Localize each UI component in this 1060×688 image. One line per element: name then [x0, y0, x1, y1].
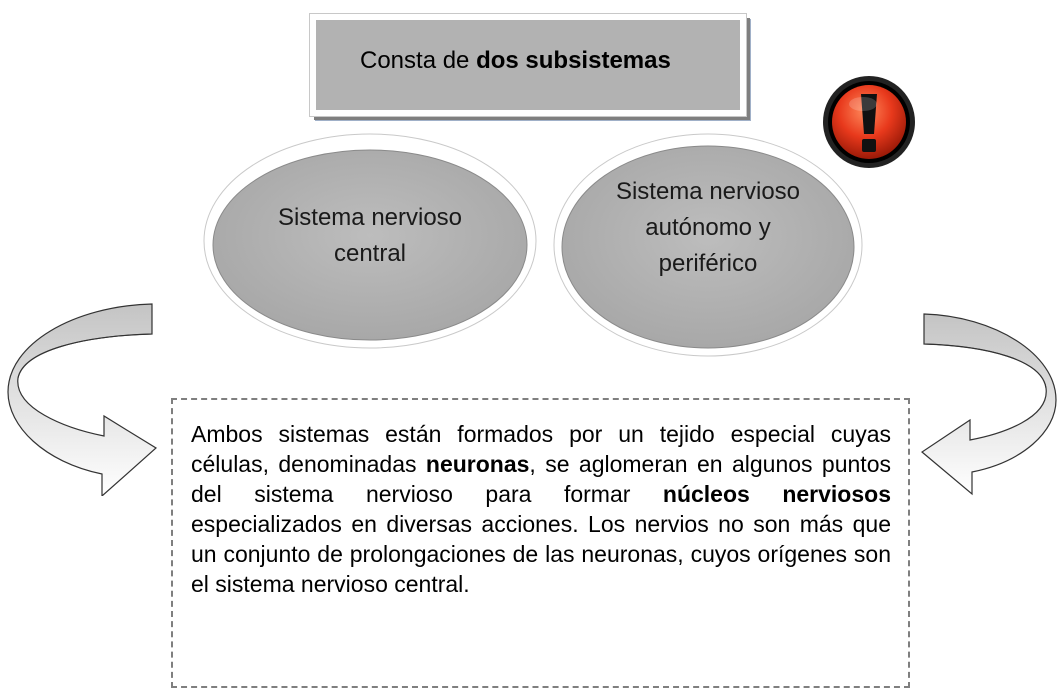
subsystem-autonomo-label: Sistema nervioso autónomo y periférico [615, 178, 801, 277]
description-part-3: , se aglomeran en algunos puntos del sis… [191, 451, 891, 507]
subsystem-central: Sistema nervioso central [200, 130, 540, 352]
description-part-1: Ambos sistemas están formados por un tej… [191, 421, 891, 477]
exclamation-alert-icon [823, 76, 915, 168]
description-paragraph: Ambos sistemas están formados por un tej… [191, 419, 891, 599]
description-part-5: especializados en diversas acciones. Los… [191, 511, 891, 597]
term-neuronas: neuronas [425, 451, 530, 477]
subsystem-central-label: Sistema nervioso central [277, 204, 463, 267]
ellipse-shape [203, 133, 537, 349]
term-nucleos-nerviosos: núcleos nerviosos [662, 481, 891, 507]
header-box: Consta de dos subsistemas [309, 13, 747, 117]
curved-arrow-left-icon [921, 313, 1057, 496]
description-box: Ambos sistemas están formados por un tej… [171, 398, 910, 688]
description-text: Ambos sistemas están formados por un tej… [191, 419, 891, 599]
curved-arrow-right-icon [7, 303, 158, 496]
header-bold: dos subsistemas [476, 47, 671, 74]
subsystem-autonomo: Sistema nervioso autónomo y periférico [550, 130, 866, 360]
header-title: Consta de dos subsistemas [360, 46, 734, 76]
ellipse-shape [553, 133, 863, 357]
header-prefix: Consta de [360, 47, 470, 74]
